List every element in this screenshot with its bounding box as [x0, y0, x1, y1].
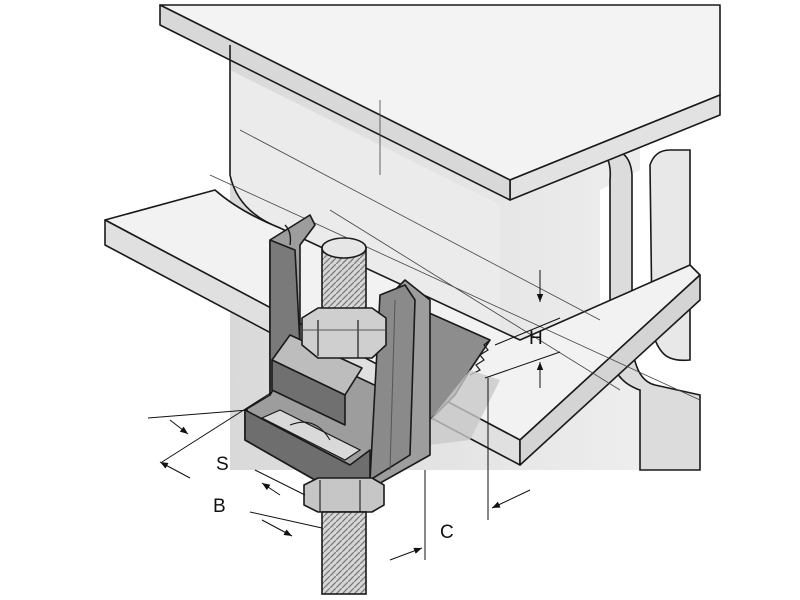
- clamp-slot: [260, 409, 362, 461]
- dim-s-arrow-2: [261, 482, 281, 496]
- dim-c-arrow-2: [491, 489, 531, 509]
- jaw-serrations: [469, 339, 491, 376]
- dim-c-arrow-1: [389, 547, 423, 561]
- web-front: [230, 45, 500, 330]
- dimension-lines: [147, 270, 561, 561]
- threaded-rod-assembly: [301, 237, 387, 595]
- rod-top-end: [321, 237, 367, 259]
- top-flange-left-edge: [159, 4, 511, 201]
- dim-b-arrow-2: [261, 519, 293, 537]
- dim-b-arrow-1: [159, 461, 191, 479]
- dim-label-h: H: [529, 328, 543, 349]
- saddle-front: [271, 359, 346, 426]
- bottom-flange-end: [519, 274, 701, 466]
- rod-lower: [321, 511, 367, 595]
- nut-lower: [303, 477, 385, 513]
- dim-label-s: S: [216, 454, 229, 475]
- jaw-shadow: [430, 370, 500, 445]
- dim-label-b: B: [213, 496, 226, 517]
- dim-label-c: C: [440, 522, 454, 543]
- dim-s-arrow-1: [169, 419, 189, 435]
- beam-end-profile: [597, 148, 701, 471]
- nut-upper: [301, 307, 387, 359]
